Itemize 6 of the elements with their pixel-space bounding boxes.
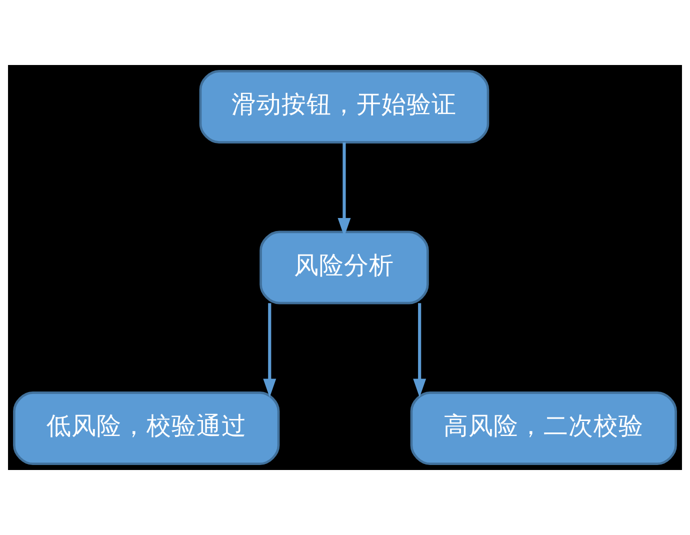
- arrow: [413, 303, 426, 398]
- node-box: 滑动按钮，开始验证: [199, 70, 490, 144]
- node-box: 低风险，校验通过: [13, 392, 280, 465]
- arrow: [263, 303, 276, 398]
- node-box: 高风险，二次校验: [410, 392, 677, 465]
- node-box: 风险分析: [260, 230, 429, 304]
